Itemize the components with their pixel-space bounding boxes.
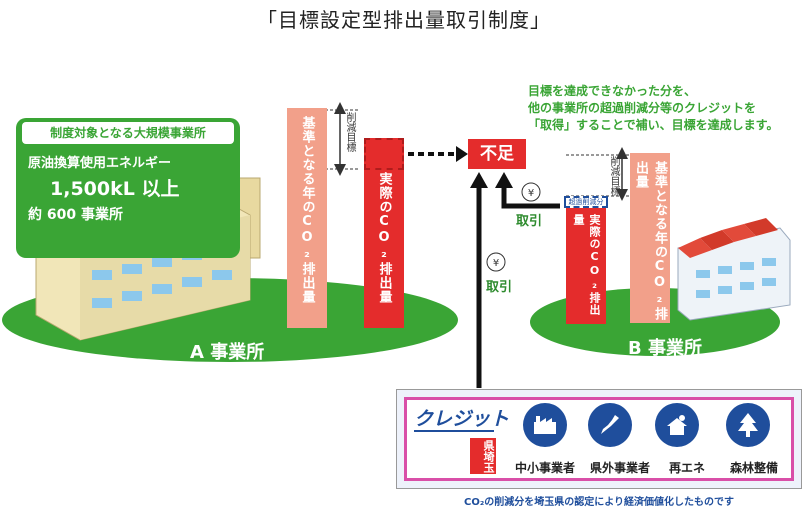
japan-map-icon	[588, 403, 632, 447]
note-line-1: 目標を達成できなかった分を、	[528, 84, 697, 98]
credit-logo-seal: 県埼玉	[470, 438, 496, 474]
credit-logo-text: クレジット	[414, 408, 510, 430]
shortfall-box: 不足	[468, 139, 526, 169]
site-a-info-line-1: 原油換算使用エネルギー	[28, 156, 172, 171]
site-a-reduction-label: 削減目標	[344, 112, 355, 152]
site-a-baseline-bar: 基準となる年のCO₂排出量	[287, 108, 327, 328]
bottom-note: CO₂の削減分を埼玉県の認定により経済価値化したものです	[463, 497, 735, 508]
factory-b-icon	[677, 218, 791, 321]
site-a-info-line-3: 約 600 事業所	[28, 207, 123, 223]
credit-logo-underline	[414, 430, 494, 432]
site-b-excess-block: 超過削減分	[564, 196, 608, 208]
trade-label-1: 取引	[516, 214, 543, 229]
site-a-info-line-2: 1,500kL 以上	[50, 178, 180, 200]
site-a-label: A 事業所	[190, 342, 265, 363]
factory-icon	[523, 403, 567, 447]
svg-text:¥: ¥	[493, 258, 499, 269]
site-a-baseline-label: 基準となる年のCO₂排出量	[299, 116, 315, 304]
svg-text:¥: ¥	[528, 188, 534, 199]
tree-icon	[726, 403, 770, 447]
money-bag-icon-2: ¥	[486, 252, 506, 272]
site-b-reduction-label: 削減目標	[608, 156, 619, 196]
site-a-info-header: 制度対象となる大規模事業所	[22, 122, 234, 144]
note-line-2: 他の事業所の超過削減分等のクレジットを	[528, 101, 757, 115]
solar-house-icon	[655, 403, 699, 447]
credit-item-1: 中小事業者	[514, 461, 575, 475]
site-b-actual-bar: 実際のCO₂排出量	[566, 206, 606, 324]
site-b-baseline-label: 基準となる年のCO₂排出量	[633, 161, 667, 321]
trade-label-2: 取引	[486, 280, 513, 295]
money-bag-icon-1: ¥	[521, 182, 541, 202]
diagram-title: 「目標設定型排出量取引制度」	[257, 8, 551, 32]
note-line-3: 「取得」することで補い、目標を達成します。	[528, 118, 779, 132]
explanation-note: 目標を達成できなかった分を、 他の事業所の超過削減分等のクレジットを 「取得」す…	[528, 83, 806, 134]
site-b-actual-label: 実際のCO₂排出量	[572, 214, 601, 316]
site-b-label: B 事業所	[628, 338, 702, 359]
site-b-baseline-bar: 基準となる年のCO₂排出量	[630, 153, 670, 323]
site-a-actual-label: 実際のCO₂排出量	[376, 172, 392, 304]
site-a-shortfall-block	[364, 138, 404, 170]
credit-item-4: 森林整備	[729, 461, 778, 475]
credit-item-3: 再エネ	[668, 461, 705, 475]
credit-item-2: 県外事業者	[589, 461, 650, 475]
